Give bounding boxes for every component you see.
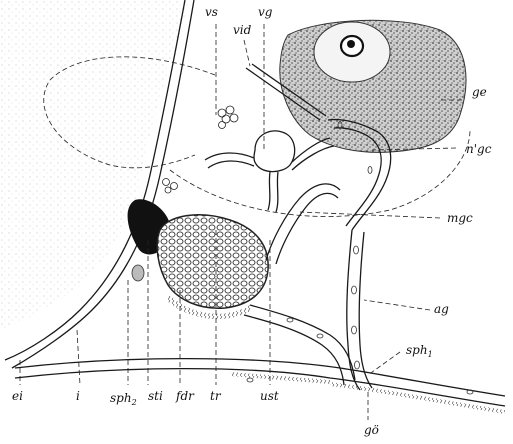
label-sph1-base: sph — [406, 343, 428, 357]
cluster-vs — [218, 106, 238, 129]
duct-ag-nuclei — [338, 122, 372, 370]
label-ag: ag — [434, 302, 449, 316]
small-cells-left — [163, 179, 178, 194]
label-fdr: fdr — [175, 389, 195, 403]
epidermis-cilia-left — [230, 372, 330, 384]
duct-go-outer — [250, 305, 355, 380]
label-vg: vg — [258, 5, 273, 19]
label-ngc: n'gc — [466, 142, 492, 156]
label-sti: sti — [148, 389, 163, 403]
gland-fdr — [157, 215, 268, 308]
duct-left-vg — [205, 153, 254, 168]
label-mgc: mgc — [447, 211, 473, 225]
tube-tr — [266, 184, 340, 260]
tube-tr-inner — [276, 193, 338, 264]
label-i: i — [76, 389, 80, 403]
label-vs: vs — [205, 5, 218, 19]
label-sph1-sub: 1 — [428, 350, 433, 359]
duct-down-vg — [268, 172, 278, 212]
label-tr: tr — [210, 389, 222, 403]
sphincter-sph2 — [132, 265, 144, 281]
label-sph2-sub: 2 — [131, 398, 137, 407]
label-vid: vid — [233, 23, 252, 37]
label-ngc-base: n — [466, 142, 474, 156]
label-ge: ge — [472, 85, 487, 99]
label-sph1: sph1 — [406, 343, 433, 359]
vesicle-vg — [254, 131, 295, 172]
label-ngc-rest: gc — [477, 142, 492, 156]
label-ei: ei — [12, 389, 23, 403]
label-ust: ust — [260, 389, 279, 403]
ganglion-nucleolus — [347, 40, 355, 48]
duct-ag-outer — [347, 230, 360, 390]
duct-ag-inner — [359, 232, 372, 388]
label-sph2-base: sph — [110, 391, 132, 405]
epidermis-cilia — [330, 382, 505, 414]
label-sph2: sph2 — [110, 391, 137, 407]
label-go: gö — [364, 423, 379, 437]
